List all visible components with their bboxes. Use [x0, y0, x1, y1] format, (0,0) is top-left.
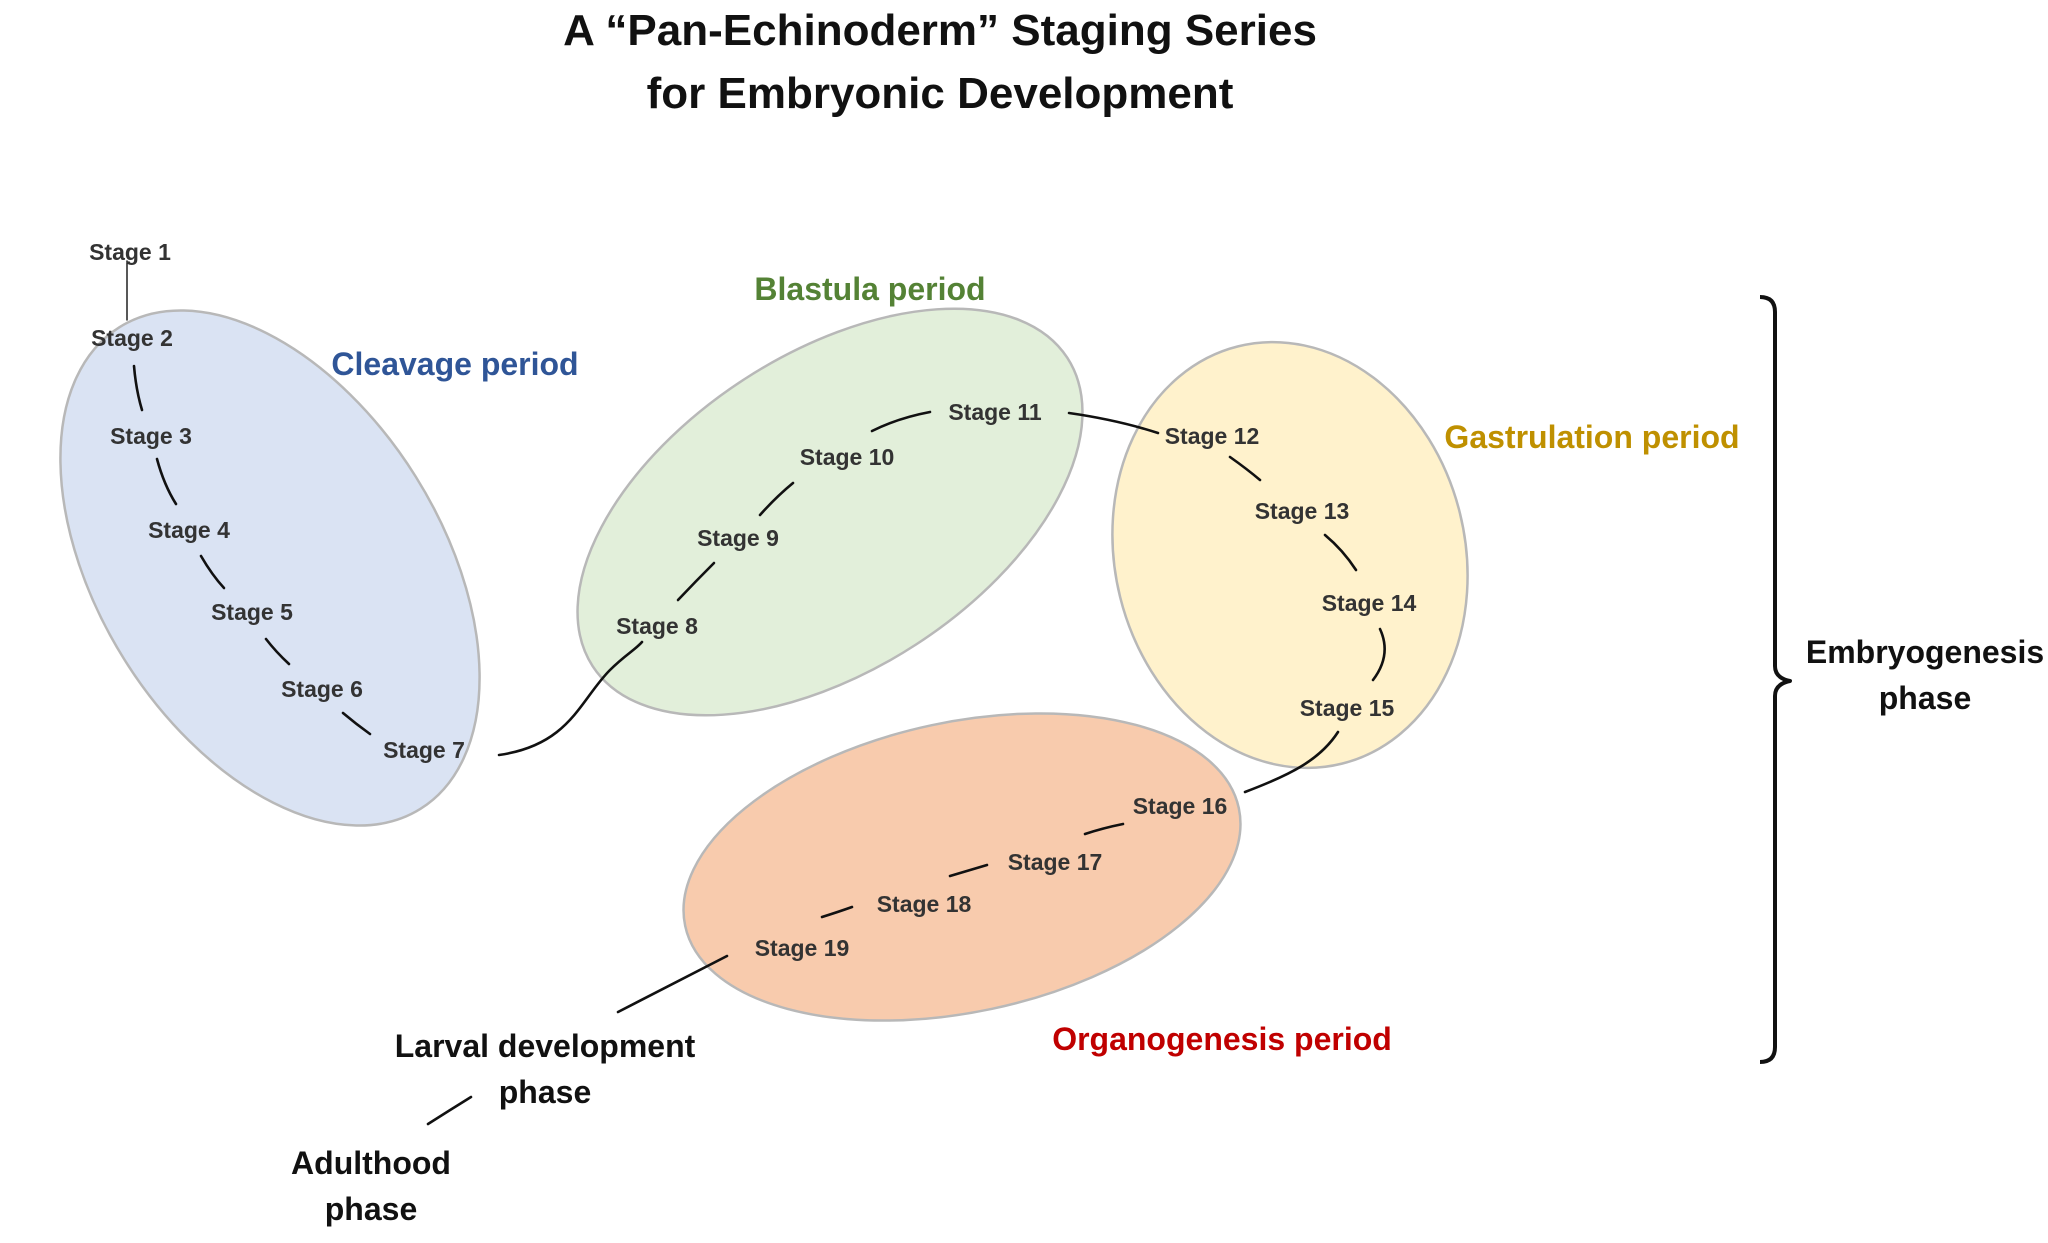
connector-19-larval	[616, 954, 729, 1014]
stage-label-15: Stage 15	[1300, 695, 1395, 721]
stage-label-8: Stage 8	[616, 613, 698, 639]
connector-15-16	[1243, 730, 1340, 794]
stage-label-7: Stage 7	[383, 737, 465, 763]
title-line-1: A “Pan-Echinoderm” Staging Series	[563, 6, 1317, 55]
stage-label-6: Stage 6	[281, 676, 363, 702]
connector-9-10	[758, 481, 795, 517]
stage-label-9: Stage 9	[697, 525, 779, 551]
connector-11-12	[1067, 411, 1160, 435]
stage-label-11: Stage 11	[948, 399, 1042, 425]
connector-4-5	[199, 554, 226, 590]
connector-2-3	[132, 364, 144, 412]
larval-phase-line-1: Larval development	[395, 1028, 696, 1064]
adulthood-phase-line-2: phase	[325, 1191, 417, 1227]
blastula-period-label: Blastula period	[754, 271, 985, 307]
stage-label-17: Stage 17	[1008, 849, 1103, 875]
gastrulation-period-label: Gastrulation period	[1444, 419, 1739, 455]
stage-label-3: Stage 3	[110, 423, 192, 449]
larval-phase-line-2: phase	[499, 1074, 591, 1110]
organogenesis-period-ellipse	[682, 712, 1242, 1022]
stage-label-12: Stage 12	[1165, 423, 1260, 449]
connector-13-14	[1323, 533, 1358, 572]
stage-label-5: Stage 5	[211, 599, 293, 625]
stage-label-10: Stage 10	[800, 444, 895, 470]
stage-label-19: Stage 19	[755, 935, 850, 961]
stage-label-13: Stage 13	[1255, 498, 1350, 524]
gastrulation-period-ellipse	[1111, 340, 1469, 770]
blastula-period-ellipse	[576, 307, 1084, 717]
connector-larval-adulthood	[426, 1095, 473, 1126]
cleavage-period-ellipse	[59, 309, 481, 827]
adulthood-phase-line-1: Adulthood	[291, 1145, 451, 1181]
connector-16-17	[1083, 822, 1125, 836]
connector-14-15	[1371, 627, 1386, 682]
cleavage-period-label: Cleavage period	[331, 346, 578, 382]
stage-label-16: Stage 16	[1133, 793, 1228, 819]
embryogenesis-bracket	[1759, 295, 1792, 1064]
stage-label-2: Stage 2	[91, 325, 173, 351]
stage-label-18: Stage 18	[877, 891, 972, 917]
connector-10-11	[870, 410, 932, 433]
stage-label-1: Stage 1	[89, 239, 171, 265]
connector-6-7	[341, 711, 372, 736]
stage-connectors	[126, 260, 1386, 1126]
stage-label-14: Stage 14	[1322, 590, 1417, 616]
connector-5-6	[264, 637, 291, 666]
connector-18-19	[820, 905, 854, 919]
embryogenesis-phase-line-2: phase	[1879, 680, 1971, 716]
connector-3-4	[155, 457, 178, 506]
embryogenesis-phase-line-1: Embryogenesis	[1806, 634, 2044, 670]
stage-labels: Stage 1 Stage 2 Stage 3 Stage 4 Stage 5 …	[89, 239, 1416, 961]
connector-17-18	[948, 863, 989, 878]
stage-label-4: Stage 4	[148, 517, 230, 543]
connector-8-9	[676, 561, 716, 602]
connector-7-8	[497, 640, 644, 757]
title-line-2: for Embryonic Development	[647, 69, 1234, 118]
organogenesis-period-label: Organogenesis period	[1052, 1021, 1392, 1057]
connector-12-13	[1228, 455, 1262, 482]
